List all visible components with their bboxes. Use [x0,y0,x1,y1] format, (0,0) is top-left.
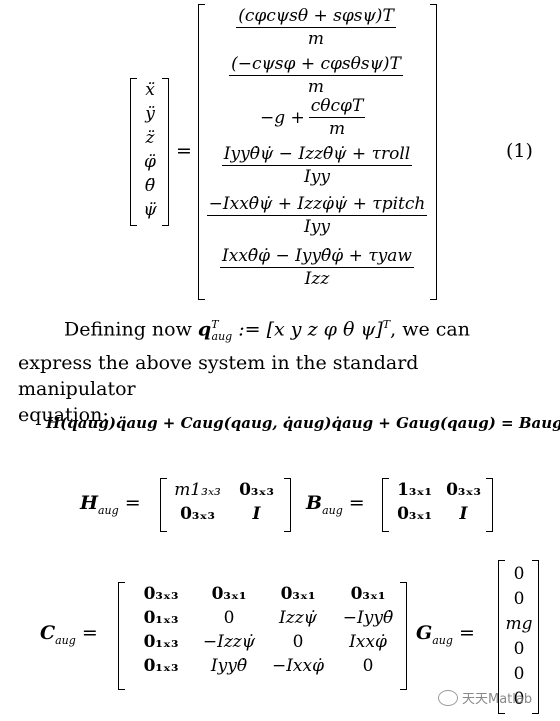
h-aug-matrix: m1₃ₓ₃ 0₃ₓ₃ 0₃ₓ₃ I [160,478,292,532]
paragraph-line-3: equation: [18,404,109,427]
c-aug-cell: 0₃ₓ₁ [350,584,386,604]
rhs-row2-den: m [307,77,325,97]
c-aug-label: Caug = [40,622,98,647]
rhs-row-4: Iyyθ̇ψ̇ − Izzθ̇ψ̇ + τroll Iyy [212,144,422,187]
state-psidd: ψ̈ [143,200,157,220]
state-zdd: z̈ [145,128,155,148]
h-aug-label: Haug = [80,492,141,517]
h-aug-cell: 0₃ₓ₃ [180,504,215,524]
rhs-row3-den: m [328,119,346,139]
g-aug-label: Gaug = [416,622,475,647]
c-aug-cell: 0 [292,632,304,652]
state-phidd: φ̈ [144,152,156,172]
g-aug-cell: 0 [513,564,525,584]
rhs-row5-num: −Ixxθ̇ψ̇ + Izzφ̇ψ̇ + τpitch [208,194,426,214]
rhs-row-1: (cφcψsθ + sφsψ)T m [226,6,406,49]
state-vector: ẍ ÿ z̈ φ̈ θ̈ ψ̈ [130,78,170,226]
rhs-row-2: (−cψsφ + cφsθsψ)T m [218,54,414,97]
c-aug-cell: −Iyyθ̇ [342,608,394,628]
state-xdd: ẍ [145,80,155,100]
rhs-row-6: Ixxθ̇φ̇ − Iyyθ̇φ̇ + τyaw Izz [212,246,422,289]
c-aug-cell: 0₁ₓ₃ [143,608,179,628]
paragraph-line-2: express the above system in the standard… [18,352,419,401]
g-aug-vector: 0 0 mg 0 0 0 [498,560,540,714]
rhs-row6-den: Izz [304,269,330,289]
c-aug-cell: 0₃ₓ₁ [280,584,316,604]
b-aug-cell: 1₃ₓ₁ [397,480,432,500]
c-aug-cell: 0 [362,656,374,676]
g-aug-cell: 0 [513,689,525,709]
equals-sign: = [176,140,192,162]
b-aug-label: Baug = [306,492,365,517]
watermark: 天天Matlab [438,688,532,707]
rhs-row-3: −g + cθcφT m [260,96,366,139]
rhs-row-5: −Ixxθ̇ψ̇ + Izzφ̇ψ̇ + τpitch Iyy [204,194,430,237]
b-aug-cell: 0₃ₓ₁ [397,504,432,524]
rhs-row3-num: cθcφT [310,96,364,116]
g-aug-cell: 0 [513,639,525,659]
rhs-row2-num: (−cψsφ + cφsθsψ)T [231,54,401,74]
rhs-row5-den: Iyy [304,217,330,237]
h-aug-cell: I [252,504,261,524]
rhs-row1-den: m [307,29,325,49]
c-aug-matrix: 0₃ₓ₃ 0₃ₓ₁ 0₃ₓ₁ 0₃ₓ₁ 0₁ₓ₃ 0 Izzψ̇ −Iyyθ̇ … [118,582,408,690]
wechat-icon [438,689,458,706]
b-aug-cell: 0₃ₓ₃ [446,480,481,500]
b-aug-matrix: 1₃ₓ₁ 0₃ₓ₃ 0₃ₓ₁ I [382,478,494,532]
g-aug-cell: 0 [513,589,525,609]
paragraph-line-1: Defining now qTaug := [x y z φ θ ψ]T, we… [64,318,470,344]
state-ydd: ÿ [145,104,155,124]
c-aug-cell: 0₃ₓ₃ [143,584,179,604]
rhs-vector: (cφcψsθ + sφsψ)T m (−cψsφ + cφsθsψ)T m −… [198,4,446,300]
c-aug-cell: 0 [223,608,235,628]
rhs-row4-num: Iyyθ̇ψ̇ − Izzθ̇ψ̇ + τroll [223,144,411,164]
rhs-row4-den: Iyy [304,167,330,187]
state-thetadd: θ̈ [144,176,156,196]
h-aug-cell: 0₃ₓ₃ [239,480,274,500]
b-aug-cell: I [459,504,468,524]
c-aug-cell: Iyyθ̇ [210,656,248,676]
c-aug-cell: Izzψ̇ [279,608,317,628]
c-aug-cell: −Ixxφ̇ [271,656,325,676]
c-aug-cell: 0₁ₓ₃ [143,656,179,676]
paragraph: Defining now qTaug := [x y z φ θ ψ]T, we… [18,312,542,428]
rhs-row1-num: (cφcψsθ + sφsψ)T [238,6,394,26]
c-aug-cell: 0₁ₓ₃ [143,632,179,652]
c-aug-cell: Ixxφ̇ [349,632,387,652]
c-aug-cell: −Izzψ̇ [202,632,256,652]
manipulator-equation: H(qaug)q̈aug + Caug(qaug, q̇aug)q̇aug + … [46,414,560,432]
equation-number: (1) [506,140,533,162]
g-aug-cell: 0 [513,664,525,684]
g-aug-cell: mg [505,614,533,634]
c-aug-cell: 0₃ₓ₁ [211,584,247,604]
rhs-row6-num: Ixxθ̇φ̇ − Iyyθ̇φ̇ + τyaw [222,246,412,266]
rhs-row3-pre: −g + [260,107,305,128]
h-aug-cell: m1₃ₓ₃ [174,480,221,500]
